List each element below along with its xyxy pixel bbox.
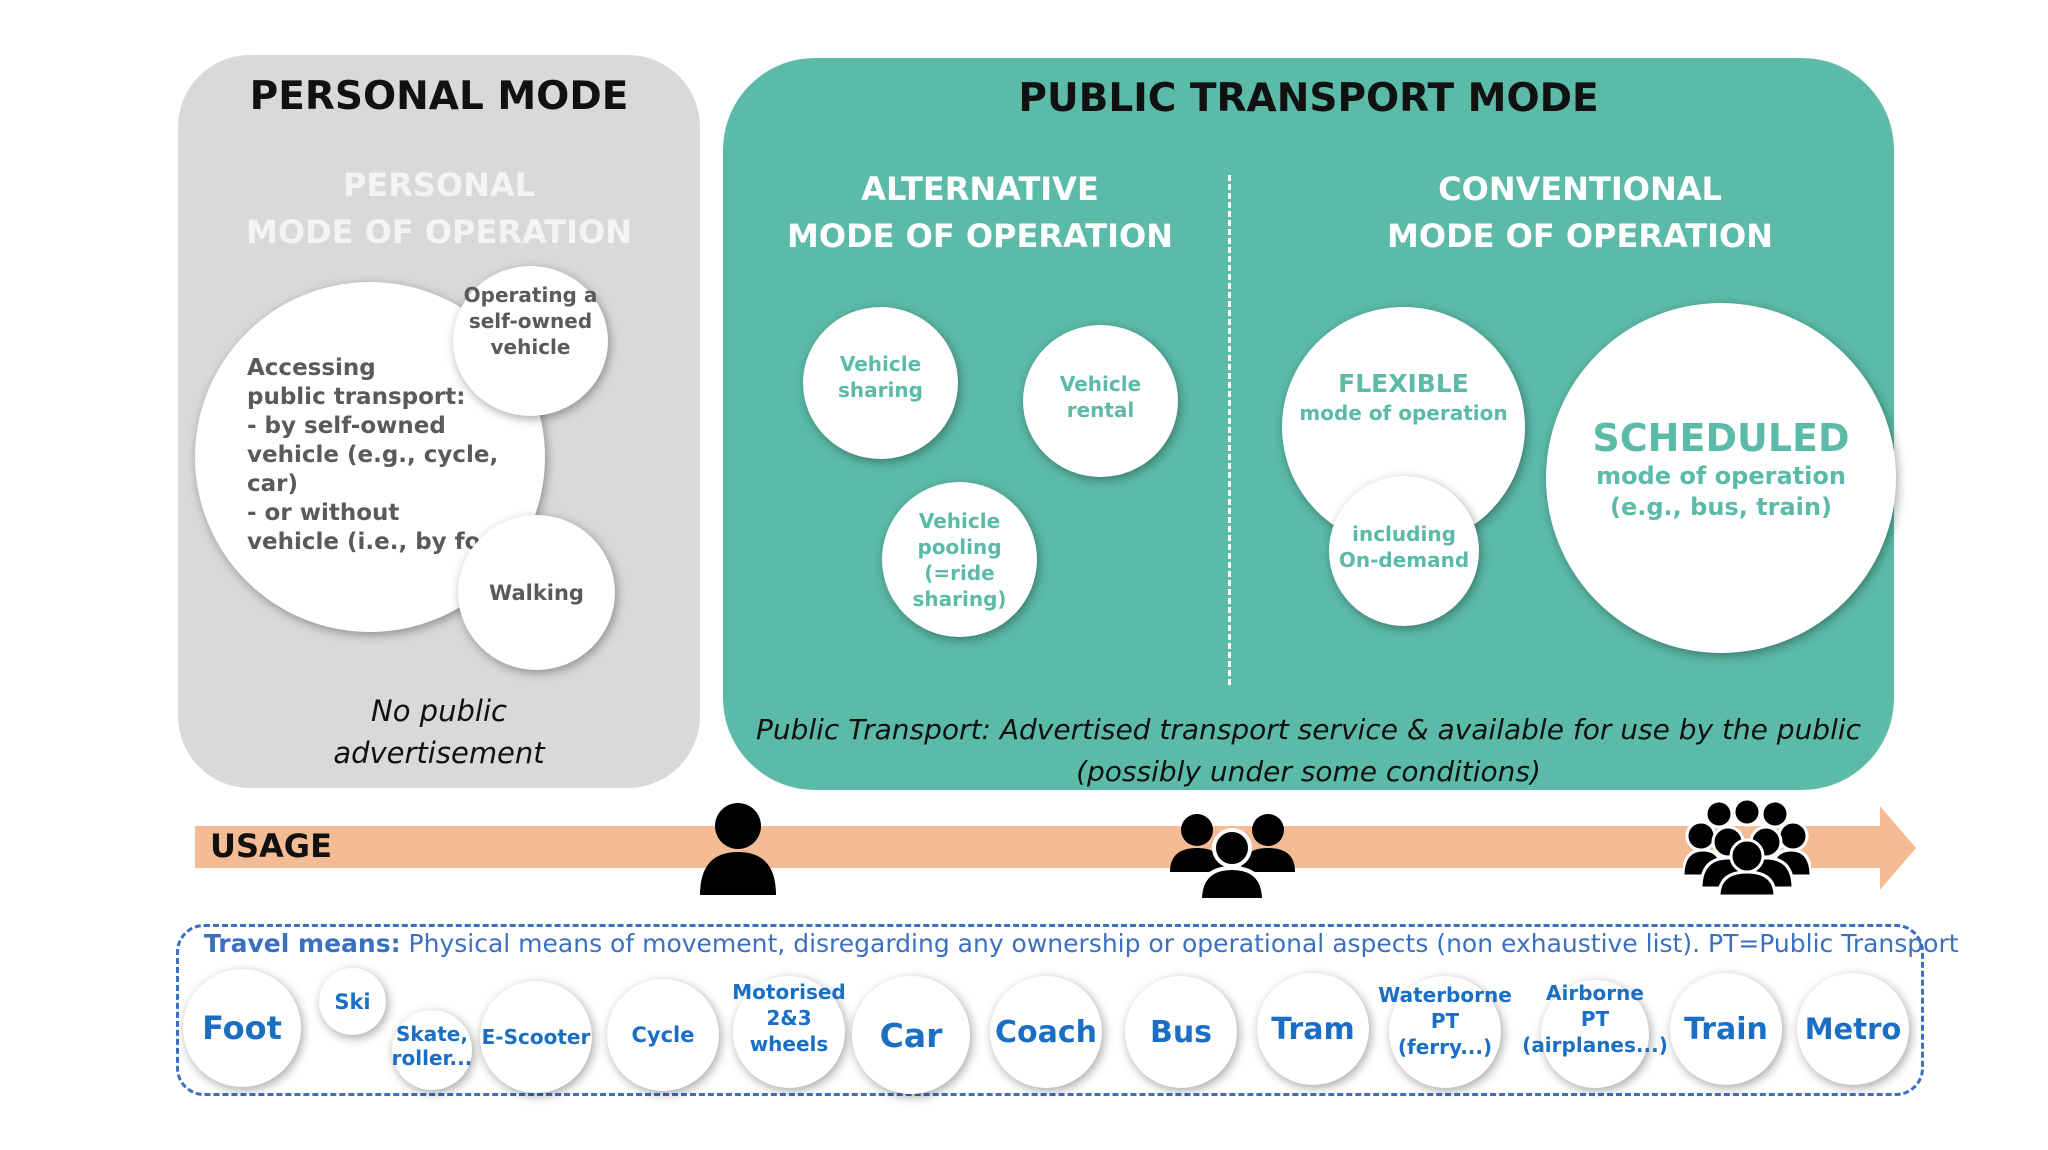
alternative-subtitle: ALTERNATIVE MODE OF OPERATION — [770, 166, 1190, 260]
travel-escooter: E-Scooter — [480, 981, 592, 1093]
motorised-line: 2&3 — [766, 1006, 812, 1030]
motorised-line: Motorised — [732, 980, 846, 1004]
definition-line1: Public Transport: Advertised transport s… — [755, 713, 1862, 746]
train-label: Train — [1684, 1011, 1768, 1047]
vehicle-pooling-circle: Vehicle pooling (=ride sharing) — [882, 482, 1037, 637]
airborne-line: (airplanes...) — [1522, 1033, 1668, 1057]
travel-metro: Metro — [1797, 973, 1909, 1085]
rental-line: Vehicle — [1059, 372, 1142, 396]
operating-self-owned-vehicle-circle: Operating a self-owned vehicle — [453, 266, 608, 416]
pooling-line: sharing) — [912, 586, 1007, 611]
escooter-label: E-Scooter — [481, 1025, 591, 1049]
airborne-line: Airborne — [1546, 981, 1644, 1005]
skate-line: roller... — [391, 1046, 473, 1070]
travel-coach: Coach — [990, 976, 1102, 1088]
operating-line: vehicle — [490, 335, 571, 359]
on-demand-circle: including On-demand — [1329, 476, 1479, 626]
conventional-subtitle: CONVENTIONAL MODE OF OPERATION — [1370, 166, 1790, 260]
skate-line: Skate, — [396, 1022, 468, 1046]
personal-subtitle: PERSONAL MODE OF OPERATION — [178, 162, 700, 256]
alternative-line2: MODE OF OPERATION — [787, 217, 1173, 255]
travel-means-caption: Travel means: Physical means of movement… — [204, 929, 1959, 958]
ski-label: Ski — [334, 989, 371, 1014]
accessing-line: Accessing — [247, 354, 376, 381]
operating-line: Operating a — [463, 283, 598, 307]
accessing-line: - by self-owned — [247, 412, 446, 439]
pooling-line: pooling — [917, 534, 1002, 559]
public-transport-definition: Public Transport: Advertised transport s… — [723, 709, 1894, 793]
scheduled-mode-circle: SCHEDULED mode of operation (e.g., bus, … — [1546, 303, 1896, 653]
metro-label: Metro — [1804, 1012, 1902, 1046]
vehicle-sharing-circle: Vehicle sharing — [803, 307, 958, 459]
walking-circle: Walking — [458, 515, 615, 670]
car-label: Car — [879, 1015, 943, 1055]
airborne-line: PT — [1580, 1007, 1610, 1031]
travel-car: Car — [852, 976, 970, 1094]
bus-label: Bus — [1149, 1014, 1213, 1050]
usage-label: USAGE — [210, 827, 332, 865]
alternative-line1: ALTERNATIVE — [861, 170, 1099, 208]
personal-subtitle-line1: PERSONAL — [342, 166, 536, 204]
scheduled-sub2: (e.g., bus, train) — [1610, 493, 1832, 521]
note-line1: No public — [371, 694, 507, 728]
sharing-line: Vehicle — [839, 352, 922, 376]
personal-mode-title: PERSONAL MODE — [249, 74, 629, 119]
conventional-line2: MODE OF OPERATION — [1387, 217, 1773, 255]
definition-line2: (possibly under some conditions) — [1076, 755, 1541, 788]
usage-arrow-bar — [195, 826, 1885, 868]
personal-subtitle-line2: MODE OF OPERATION — [246, 213, 632, 251]
operating-line: self-owned — [468, 309, 593, 333]
no-public-advertisement-note: No public advertisement — [178, 690, 700, 774]
travel-caption-rest: Physical means of movement, disregarding… — [400, 929, 1959, 958]
public-transport-title: PUBLIC TRANSPORT MODE — [1018, 76, 1599, 121]
travel-means-box — [176, 924, 1924, 1096]
travel-skate: Skate,roller... — [392, 1010, 472, 1090]
accessing-line: public transport: — [247, 383, 466, 410]
small-group-icon — [1170, 814, 1295, 900]
motorised-line: wheels — [749, 1032, 829, 1056]
cycle-label: Cycle — [631, 1023, 695, 1047]
travel-caption-bold: Travel means: — [204, 929, 401, 958]
travel-ski: Ski — [319, 968, 386, 1035]
flexible-sub: mode of operation — [1299, 401, 1508, 425]
coach-label: Coach — [994, 1014, 1097, 1050]
scheduled-sub1: mode of operation — [1596, 462, 1846, 490]
mode-divider — [1228, 175, 1231, 685]
tram-label: Tram — [1271, 1011, 1355, 1047]
single-person-icon — [700, 803, 776, 895]
waterborne-line: PT — [1430, 1009, 1460, 1033]
pooling-line: Vehicle — [918, 508, 1001, 533]
travel-train: Train — [1670, 973, 1782, 1085]
travel-foot: Foot — [183, 969, 301, 1087]
pooling-line: (=ride — [924, 560, 995, 585]
waterborne-line: Waterborne — [1378, 983, 1512, 1007]
travel-cycle: Cycle — [607, 979, 719, 1091]
accessing-line: - or without — [247, 499, 400, 526]
sharing-line: sharing — [838, 378, 923, 402]
flexible-title: FLEXIBLE — [1338, 369, 1469, 398]
travel-bus: Bus — [1125, 976, 1237, 1088]
large-group-icon — [1683, 798, 1811, 896]
accessing-line: vehicle (e.g., cycle, car) — [247, 441, 499, 497]
note-line2: advertisement — [333, 736, 545, 770]
travel-tram: Tram — [1257, 973, 1369, 1085]
foot-label: Foot — [202, 1009, 282, 1047]
conventional-line1: CONVENTIONAL — [1438, 170, 1722, 208]
vehicle-rental-circle: Vehicle rental — [1023, 325, 1178, 477]
ondemand-line: On-demand — [1338, 548, 1470, 572]
waterborne-line: (ferry...) — [1397, 1035, 1493, 1059]
flexible-mode-circle: FLEXIBLE mode of operation — [1282, 307, 1525, 547]
usage-arrow-head — [1880, 806, 1916, 890]
scheduled-title: SCHEDULED — [1592, 416, 1850, 460]
walking-label: Walking — [489, 580, 584, 605]
ondemand-line: including — [1352, 522, 1456, 546]
rental-line: rental — [1066, 398, 1135, 422]
